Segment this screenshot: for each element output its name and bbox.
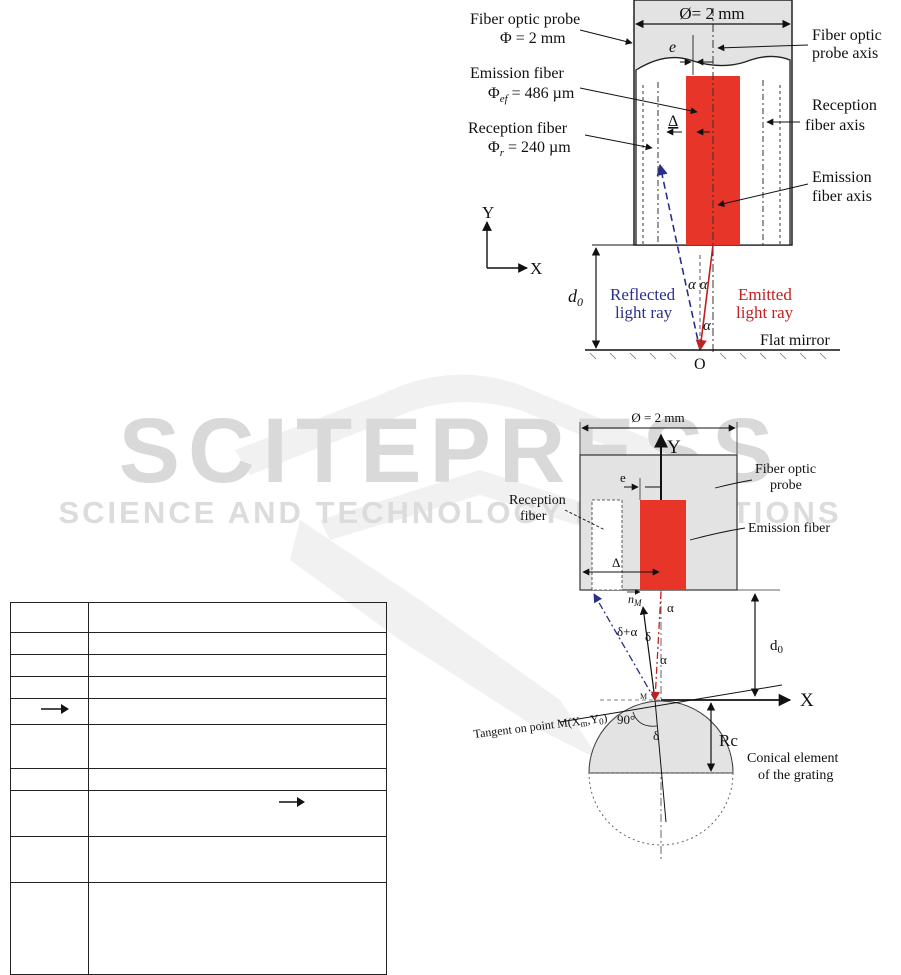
bottom-alpha-top: α [667,600,674,615]
figure-bottom: Ø = 2 mm Y e Δ Fiber optic probe Recepti… [473,410,838,860]
bottom-axis-x: X [800,690,814,711]
bottom-delta-plus-alpha: δ+α [617,624,637,639]
reflected-label-line1: Reflected [610,285,676,304]
reception-axis-label-line2: fiber axis [805,117,865,134]
reception-fiber-label-line2: Φr = 240 µm [488,139,571,159]
bottom-alpha-mid: α [660,652,667,667]
bottom-emitted-ray [650,591,662,701]
probe-label-line2: Φ = 2 mm [500,30,566,47]
bottom-delta-lower: δ [653,728,659,743]
bottom-delta-angle: δ [645,629,651,644]
watermark: SCITEPRESS SCIENCE AND TECHNOLOGY PUBLIC… [58,374,839,760]
emission-axis-label-line2: fiber axis [812,188,872,205]
top-origin-label: O [694,356,706,373]
table-row [10,882,387,975]
bottom-reception-label-line1: Reception [509,493,566,508]
vector-arrow-icon [41,704,69,714]
top-axis-y: Y [482,203,494,222]
table-row [10,676,387,699]
top-axis-x: X [530,259,542,278]
flat-mirror-label: Flat mirror [760,332,830,349]
bottom-probe-label-line1: Fiber optic [755,462,816,477]
tangent-line [559,684,783,723]
bottom-d0-label: d0 [770,638,784,656]
top-alpha: α [703,318,712,334]
top-d0-label: d0 [568,286,583,309]
top-e-label: e [669,39,676,56]
vector-arrow-icon [279,797,305,807]
top-delta-label: Δ [668,113,678,130]
bottom-reflected-ray [593,593,656,701]
table-row [10,632,387,655]
emission-fiber-label-line1: Emission fiber [470,65,564,82]
emission-fiber-label-line2: Φef = 486 µm [488,85,575,105]
bottom-probe-label-line2: probe [770,478,802,493]
conical-label-line2: of the grating [758,768,833,783]
top-alpha-pair: α α [688,277,709,293]
watermark-book-shape [235,374,700,760]
table-row [10,602,387,633]
emitted-label-line1: Emitted [738,285,792,304]
bottom-emission-fiber [640,500,686,590]
bottom-e-label: e [620,470,626,485]
reflected-ray [656,163,701,351]
bottom-m-label: M [640,692,647,701]
table-row [10,836,387,883]
bottom-diameter-label: Ø = 2 mm [631,410,684,425]
bottom-axis-y: Y [667,437,681,458]
bottom-reception-fiber [591,499,623,591]
figure-top: Ø= 2 mm e Δ Fiber optic probe Φ = 2 mm E… [468,0,882,373]
table-row [10,724,387,769]
conical-label-line1: Conical element [747,751,838,766]
reflected-label-line2: light ray [615,303,673,322]
normal-vector [639,606,656,701]
emitted-label-line2: light ray [736,303,794,322]
bottom-emission-label: Emission fiber [748,521,830,536]
table-row [10,698,387,725]
table-row [10,768,387,791]
bottom-angle-90: 90° [617,712,635,727]
reception-axis-label-line1: Reception [812,97,877,114]
probe-axis-label-line1: Fiber optic [812,27,882,44]
probe-axis-label-line2: probe axis [812,45,878,62]
normal-label: nM [628,592,642,608]
bottom-reception-label-line2: fiber [520,509,547,524]
bottom-rc-label: Rc [719,731,738,750]
emitted-ray [695,244,714,352]
probe-label-line1: Fiber optic probe [470,11,580,28]
table-row [10,790,387,837]
table-row [10,654,387,677]
reception-fiber-label-line1: Reception fiber [468,120,568,137]
parameters-table [10,602,387,975]
conical-element [588,700,734,774]
emission-axis-label-line1: Emission [812,169,872,186]
bottom-delta-label: Δ [612,555,620,570]
top-diameter-label: Ø= 2 mm [679,4,744,23]
